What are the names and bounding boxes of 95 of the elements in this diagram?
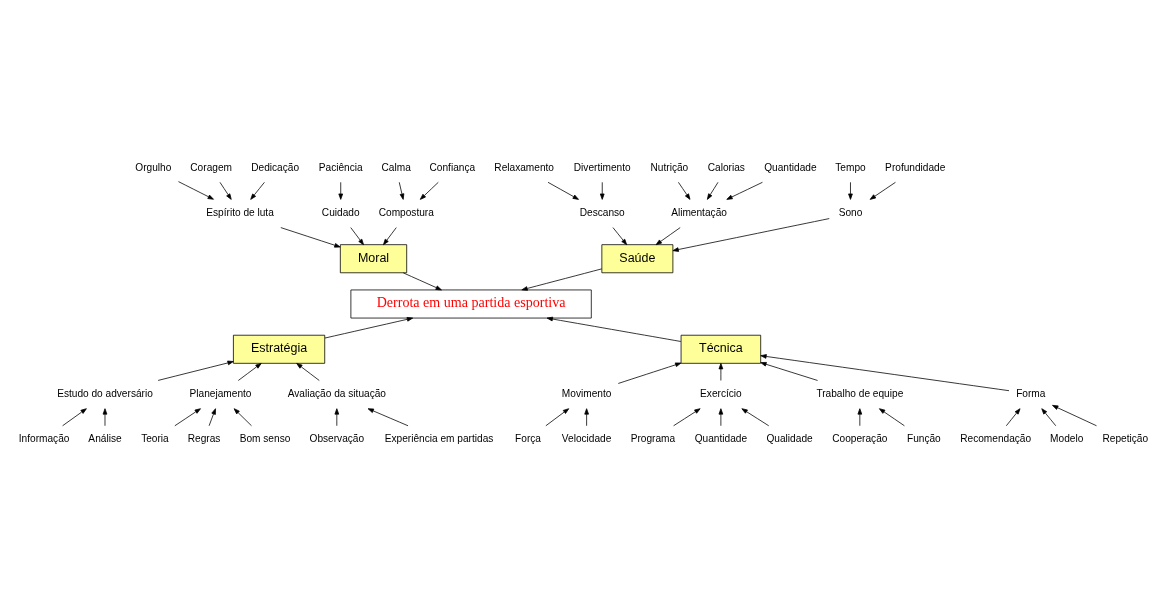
node-text: Descanso [579, 206, 625, 218]
node-text: Alimentação [671, 206, 727, 218]
arrow [678, 181, 691, 200]
node-text: Teoria [141, 432, 169, 444]
node-box: Estratégia [233, 334, 326, 364]
arrow [398, 181, 405, 200]
node-box: Derrota em uma partida esportiva [350, 289, 592, 318]
arrow [655, 226, 681, 245]
node-text: Observação [309, 432, 365, 444]
node-text: Paciência [318, 161, 363, 173]
node-text: Exercício [700, 387, 742, 399]
arrow [296, 362, 320, 381]
node-text: Nutrição [650, 161, 689, 173]
arrow [857, 407, 863, 426]
node-box: Moral [339, 243, 408, 273]
arrow [599, 181, 605, 200]
arrow [706, 181, 719, 200]
node-text: Análise [88, 432, 122, 444]
arrow [233, 407, 252, 426]
node-text: Relaxamento [494, 161, 555, 173]
arrow [869, 181, 896, 200]
arrow [612, 226, 628, 245]
node-text: Planejamento [189, 387, 252, 399]
arrow [760, 361, 818, 381]
arrow [324, 316, 414, 338]
arrow [1052, 404, 1097, 426]
node-text: Velocidade [561, 432, 612, 444]
arrow [848, 181, 853, 200]
node-text: Calma [381, 161, 411, 173]
arrow [741, 407, 770, 426]
node-text: Estudo do adversário [57, 387, 153, 399]
arrow [250, 181, 265, 200]
node-text: Confiança [429, 161, 476, 173]
node-text: Regras [187, 432, 221, 444]
arrow [334, 407, 340, 426]
node-text: Quantidade [764, 161, 817, 173]
arrow [879, 407, 905, 426]
node-text: Trabalho de equipe [816, 387, 904, 399]
node-text: Espírito de luta [206, 206, 274, 218]
arrow [62, 407, 87, 426]
node-text: Dedicação [251, 161, 300, 173]
arrow [219, 181, 232, 200]
arrow [760, 353, 1010, 391]
arrow [617, 362, 682, 384]
arrow [726, 181, 763, 200]
node-text: Calorias [707, 161, 745, 173]
node-box: Saúde [601, 243, 674, 273]
arrow [521, 268, 603, 291]
node-text: Movimento [561, 387, 612, 399]
node-text: Coragem [190, 161, 232, 173]
node-text: Qualidade [766, 432, 813, 444]
arrow [672, 217, 830, 252]
node-text: Bom senso [239, 432, 291, 444]
arrow [402, 271, 442, 290]
node-text: Força [515, 432, 542, 444]
arrow [350, 226, 364, 245]
node-text: Sono [838, 206, 863, 218]
node-text: Avaliação da situação [287, 387, 386, 399]
arrow [545, 407, 570, 426]
arrow [546, 316, 682, 342]
node-text: Cuidado [321, 206, 360, 218]
arrow [178, 180, 214, 200]
node-text: Repetição [1102, 432, 1149, 444]
node-text: Modelo [1050, 432, 1084, 444]
arrow [102, 407, 108, 426]
node-text: Compostura [378, 206, 434, 218]
node-text: Informação [18, 432, 70, 444]
arrow [208, 407, 216, 426]
node-text: Orgulho [135, 161, 172, 173]
arrow [367, 407, 409, 426]
node-text: Profundidade [885, 161, 946, 173]
arrow [718, 407, 724, 426]
node-text: Experiência em partidas [384, 432, 494, 444]
arrow [383, 226, 397, 245]
node-box: Técnica [680, 334, 762, 364]
node-text: Função [906, 432, 941, 444]
arrow [1041, 407, 1057, 426]
node-text: Tempo [835, 161, 866, 173]
arrow [584, 407, 589, 426]
arrow [237, 362, 262, 381]
arrow [419, 181, 439, 200]
arrow [157, 360, 234, 381]
node-text: Quantidade [694, 432, 748, 444]
node-text: Cooperação [832, 432, 888, 444]
arrow [280, 226, 341, 247]
node-text: Divertimento [573, 161, 631, 173]
arrow [338, 181, 344, 200]
node-text: Recomendação [960, 432, 1032, 444]
arrow [673, 407, 701, 426]
node-text: Forma [1016, 387, 1046, 399]
arrow [718, 362, 724, 381]
arrow [547, 181, 579, 200]
arrow [1005, 407, 1021, 426]
arrow [174, 407, 201, 426]
node-text: Programa [630, 432, 676, 444]
